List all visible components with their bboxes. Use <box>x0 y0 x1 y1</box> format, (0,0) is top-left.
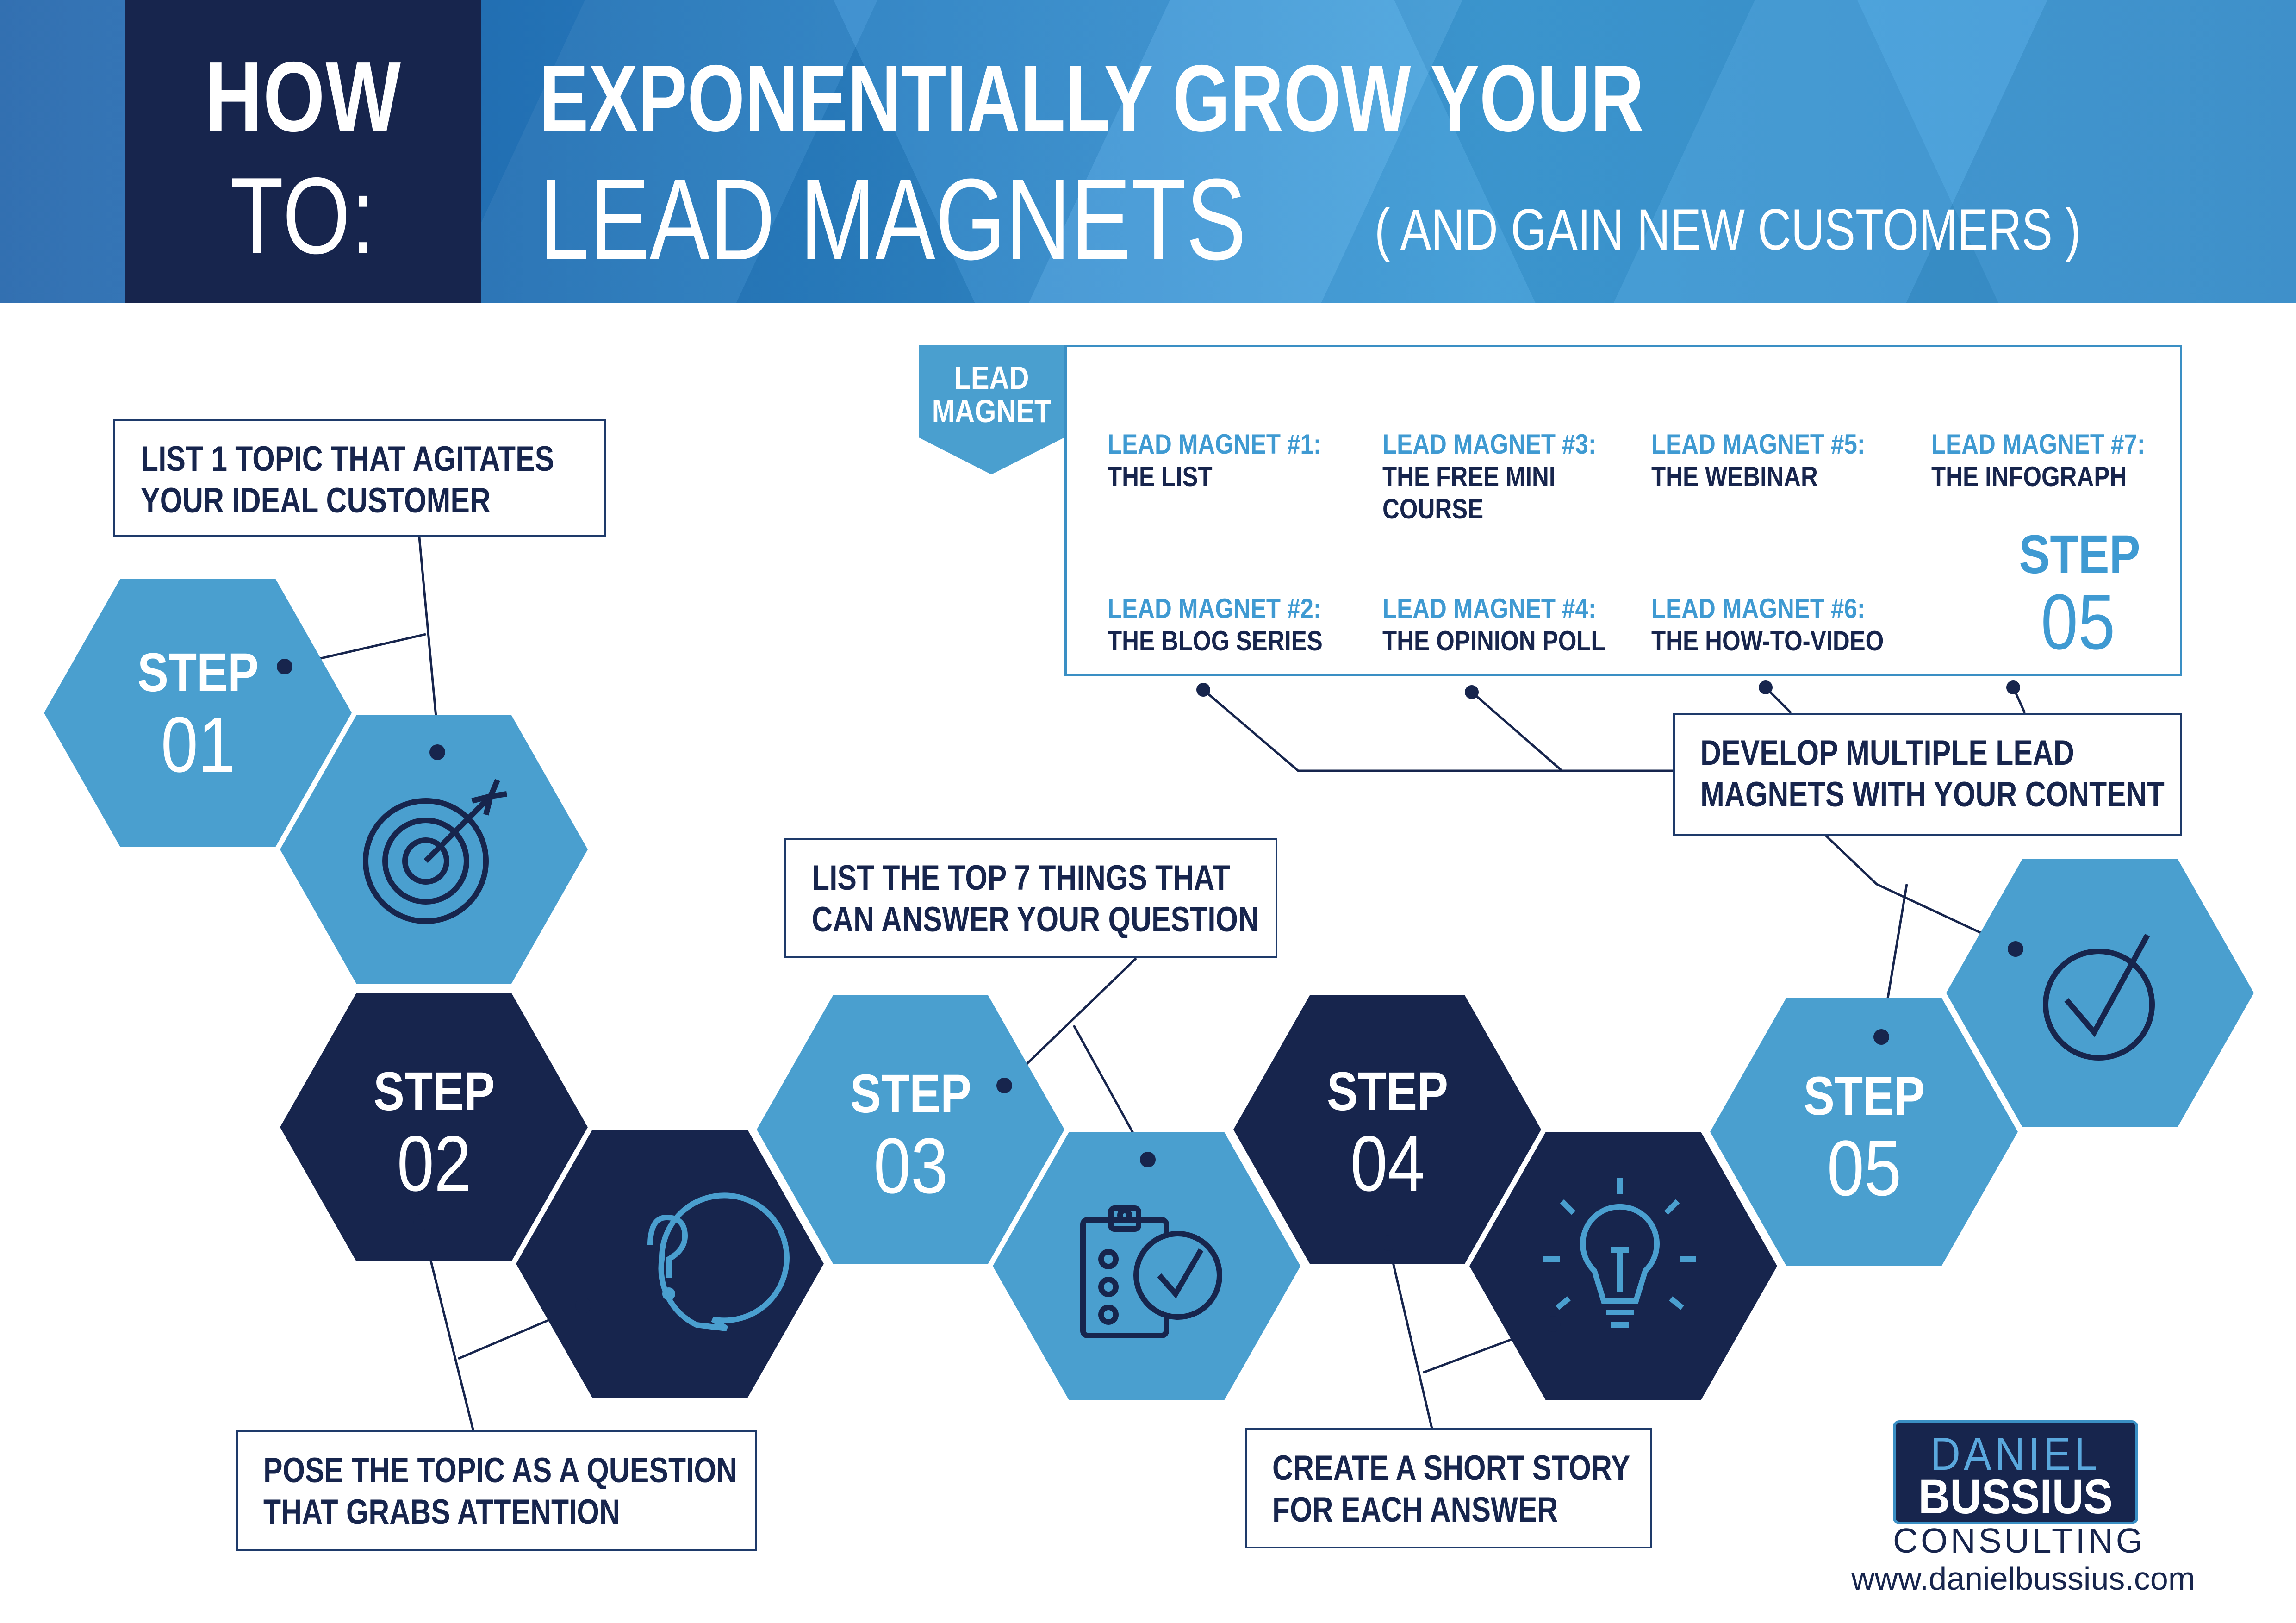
callout-text: CREATE A SHORT STORY FOR EACH ANSWER <box>1272 1448 1630 1529</box>
tab-label-line1: LEAD <box>954 360 1029 396</box>
dot <box>2008 941 2023 957</box>
dot <box>2006 680 2020 694</box>
step-number: 05 <box>2041 578 2116 666</box>
connector-dots <box>277 659 2023 1332</box>
logo-line3: CONSULTING <box>1893 1521 2146 1560</box>
how-text: HOW <box>205 41 402 152</box>
lead-magnet-step-label: STEP 05 <box>2009 523 2147 668</box>
lead-magnet-panel <box>1064 345 2182 676</box>
tab-label-line2: MAGNET <box>932 393 1052 429</box>
website-text: www.danielbussius.com <box>1851 1561 2196 1597</box>
step-number: 03 <box>873 1122 948 1210</box>
hex-step2 <box>280 993 588 1261</box>
callout-step4: CREATE A SHORT STORY FOR EACH ANSWER <box>1245 1428 1652 1548</box>
lead-magnet-4: LEAD MAGNET #4: THE OPINION POLL <box>1382 593 1605 657</box>
callout-text: DEVELOP MULTIPLE LEAD MAGNETS WITH YOUR … <box>1700 733 2165 814</box>
step-number: 04 <box>1350 1120 1425 1208</box>
lead-magnet-name: THE WEBINAR <box>1651 461 1818 492</box>
lead-magnet-5: LEAD MAGNET #5: THE WEBINAR <box>1651 428 1865 493</box>
lead-magnet-name: THE INFOGRAPH <box>1931 461 2127 492</box>
lead-magnet-6: LEAD MAGNET #6: THE HOW-TO-VIDEO <box>1651 593 1884 657</box>
dot <box>996 1078 1012 1093</box>
logo-line1: DANIEL <box>1930 1428 2101 1480</box>
dot <box>1465 685 1479 699</box>
dot <box>1381 1235 1396 1251</box>
checklist-icon <box>1080 1205 1222 1338</box>
hex-step1 <box>44 579 352 847</box>
hex-step3 <box>757 995 1064 1264</box>
step-number: 05 <box>1827 1124 1902 1212</box>
connector-step5-a <box>1825 835 2016 950</box>
callout-step3: LIST THE TOP 7 THINGS THAT CAN ANSWER YO… <box>784 838 1277 958</box>
lead-magnet-name: THE HOW-TO-VIDEO <box>1651 625 1884 656</box>
step-label-02: STEP 02 <box>295 1060 573 1209</box>
hex-step5 <box>1710 998 2018 1266</box>
checkmark-circle-icon <box>2043 934 2155 1061</box>
lead-magnet-1: LEAD MAGNET #1: THE LIST <box>1108 428 1321 493</box>
lead-magnet-tag: LEAD MAGNET #6: <box>1651 593 1865 624</box>
step-word: STEP <box>1804 1066 1925 1127</box>
hex-step5-icon <box>1946 859 2254 1127</box>
step-word: STEP <box>373 1061 495 1122</box>
company-logo: DANIEL BUSSIUS <box>1893 1420 2138 1524</box>
connector-lm-b <box>1471 691 1563 772</box>
step-number: 02 <box>397 1120 472 1208</box>
connector-step4-a <box>1387 1242 1434 1431</box>
question-bubble-icon <box>647 1192 790 1331</box>
step-label-01: STEP 01 <box>59 641 337 790</box>
step-label-03: STEP 03 <box>772 1062 1050 1211</box>
lead-magnet-tag: LEAD MAGNET #1: <box>1108 429 1321 460</box>
dot <box>1196 683 1210 697</box>
lead-magnet-name: THE LIST <box>1108 461 1213 492</box>
lead-magnet-tag: LEAD MAGNET #2: <box>1108 593 1321 624</box>
lead-magnet-2: LEAD MAGNET #2: THE BLOG SERIES <box>1108 593 1323 657</box>
callout-text: POSE THE TOPIC AS A QUESTION THAT GRABS … <box>263 1451 737 1532</box>
step-word: STEP <box>1327 1061 1448 1122</box>
step-word: STEP <box>2019 524 2140 585</box>
lead-magnet-tag: LEAD MAGNET #3: <box>1382 429 1596 460</box>
lead-magnet-tag: LEAD MAGNET #5: <box>1651 429 1865 460</box>
dot <box>1140 1152 1156 1167</box>
target-icon <box>363 779 507 924</box>
hex-step4-icon <box>1469 1132 1777 1400</box>
hexagons <box>44 579 2254 1400</box>
step-word: STEP <box>850 1063 971 1124</box>
step-label-05: STEP 05 <box>1725 1065 2003 1214</box>
dot <box>413 1214 429 1230</box>
lead-magnet-7: LEAD MAGNET #7: THE INFOGRAPH <box>1931 428 2145 493</box>
lead-magnet-tab <box>919 345 1064 474</box>
callout-step5: DEVELOP MULTIPLE LEAD MAGNETS WITH YOUR … <box>1673 713 2182 836</box>
hex-step4 <box>1233 995 1541 1264</box>
website-url[interactable]: www.danielbussius.com <box>1851 1560 2195 1597</box>
to-text: TO: <box>230 155 376 276</box>
lead-magnet-tab-label: LEAD MAGNET <box>919 361 1064 428</box>
step-number: 01 <box>161 701 236 789</box>
dot <box>1545 1316 1561 1332</box>
connector-step1-a <box>417 532 439 732</box>
callout-step1: LIST 1 TOPIC THAT AGITATES YOUR IDEAL CU… <box>113 419 606 537</box>
dot <box>277 659 292 674</box>
step-word: STEP <box>137 642 259 703</box>
callout-text: LIST THE TOP 7 THINGS THAT CAN ANSWER YO… <box>812 858 1259 939</box>
step-label-04: STEP 04 <box>1249 1060 1526 1209</box>
lead-magnet-tag: LEAD MAGNET #4: <box>1382 593 1596 624</box>
dot <box>1759 680 1773 694</box>
callout-text: LIST 1 TOPIC THAT AGITATES YOUR IDEAL CU… <box>141 439 554 520</box>
dot <box>575 1298 591 1313</box>
dot <box>429 744 445 760</box>
lead-magnet-name: THE OPINION POLL <box>1382 625 1605 656</box>
how-to-block: HOW TO: <box>125 0 481 303</box>
connector-lm-a <box>1202 689 1673 772</box>
dot <box>1873 1029 1889 1045</box>
lead-magnet-name: THE FREE MINI COURSE <box>1382 461 1556 524</box>
title-line-1: EXPONENTIALLY GROW YOUR <box>539 45 1644 151</box>
lead-magnet-name: THE BLOG SERIES <box>1108 625 1323 656</box>
lightbulb-icon <box>1543 1178 1696 1328</box>
title-suffix: ( AND GAIN NEW CUSTOMERS ) <box>1375 198 2081 262</box>
callout-step2: POSE THE TOPIC AS A QUESTION THAT GRABS … <box>236 1430 757 1551</box>
lead-magnet-tag: LEAD MAGNET #7: <box>1931 429 2145 460</box>
logo-line2: BUSSIUS <box>1918 1470 2113 1524</box>
lead-magnet-3: LEAD MAGNET #3: THE FREE MINI COURSE <box>1382 428 1596 525</box>
title-line-2: LEAD MAGNETS <box>539 155 1246 284</box>
